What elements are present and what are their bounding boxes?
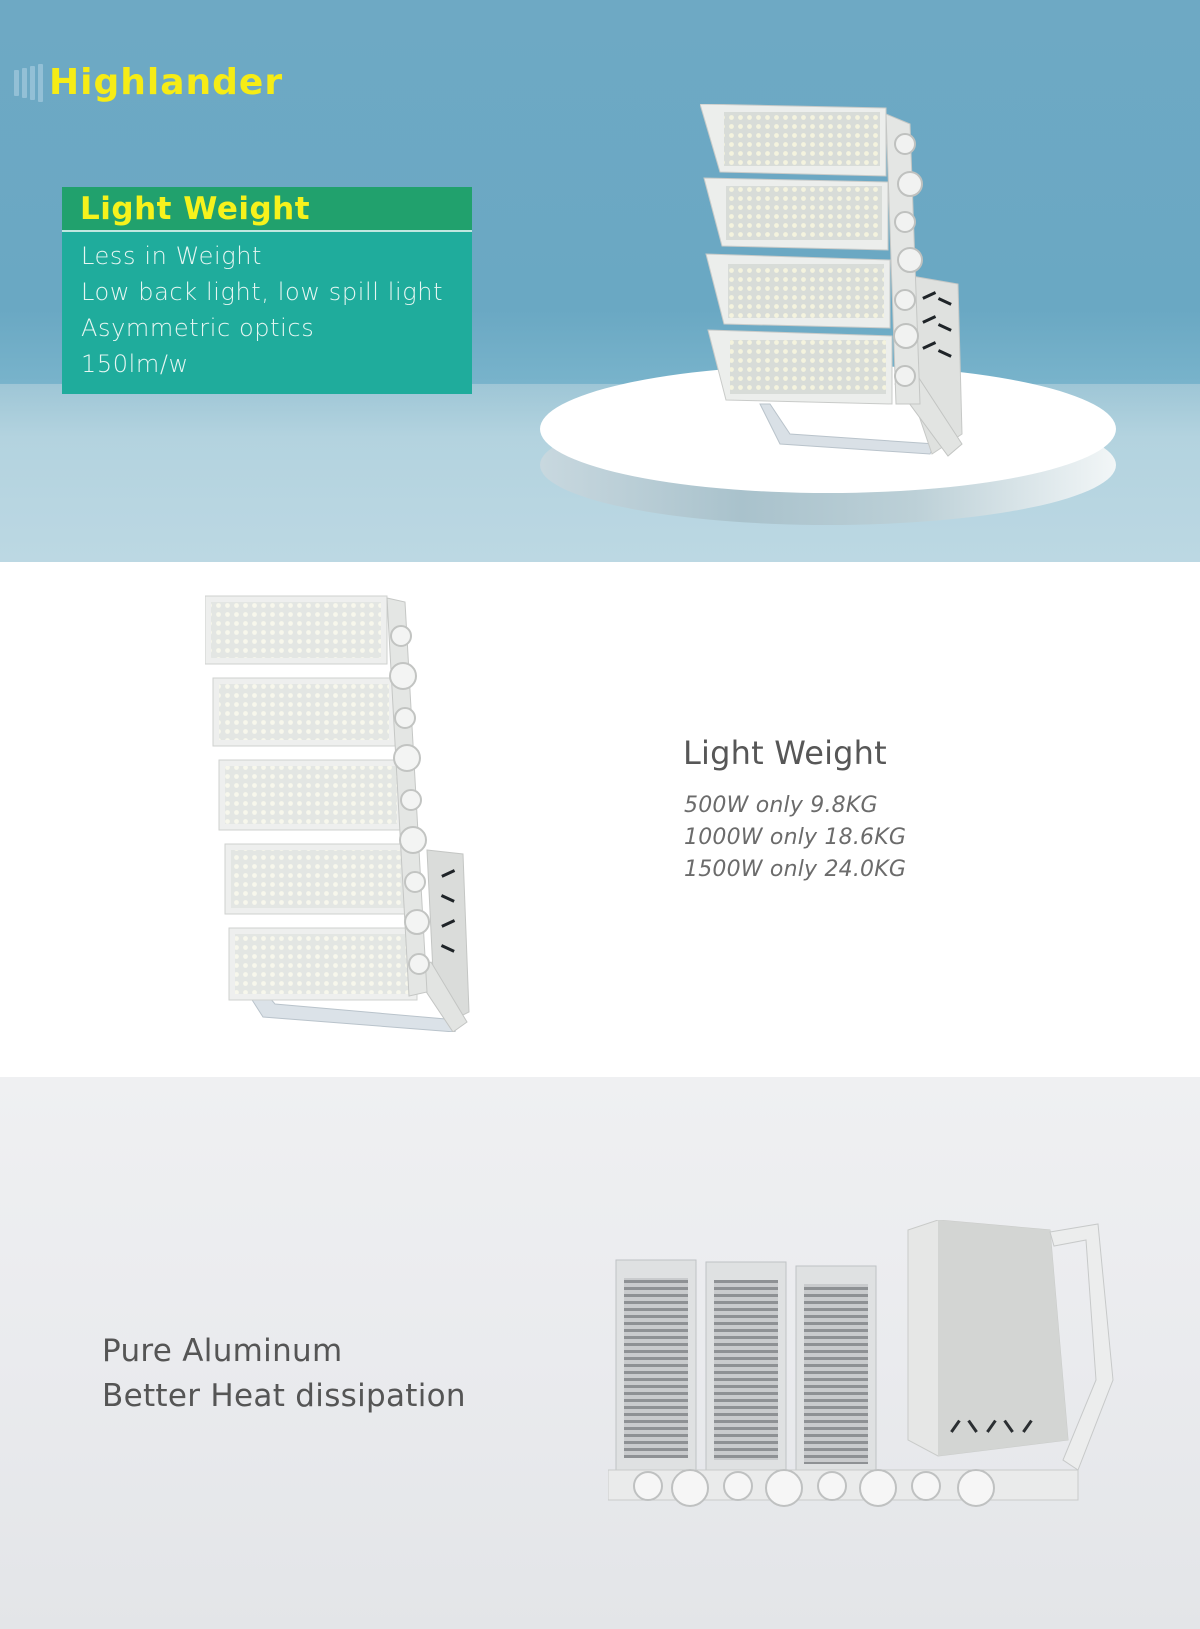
feature-list: Less in Weight Low back light, low spill… [62, 232, 472, 382]
feature-item: Less in Weight [81, 242, 263, 270]
weight-spec-list: 500W only 9.8KG 1000W only 18.6KG 1500W … [684, 790, 906, 886]
display-pedestal [540, 365, 1116, 525]
weight-spec-item: 1000W only 18.6KG [684, 825, 907, 850]
feature-card-title: Light Weight [80, 190, 311, 227]
weight-spec-item: 500W only 9.8KG [684, 793, 878, 818]
aluminum-section: Pure Aluminum Better Heat dissipation [0, 1077, 1200, 1629]
hero-banner: Highlander Light Weight Less in Weight L… [0, 0, 1200, 562]
brand-name: Highlander [49, 62, 284, 103]
aluminum-copy: Pure Aluminum Better Heat dissipation [102, 1329, 466, 1419]
feature-item: 150lm/w [81, 350, 189, 378]
feature-item: Asymmetric optics [81, 314, 315, 342]
aluminum-line: Better Heat dissipation [102, 1378, 466, 1414]
heatsink-image [608, 1220, 1148, 1520]
floodlight-front-image [205, 592, 495, 1032]
light-weight-section: Light Weight 500W only 9.8KG 1000W only … [0, 562, 1200, 1077]
bars-logo-icon [14, 64, 43, 102]
feature-card: Light Weight Less in Weight Low back lig… [62, 187, 472, 394]
weight-spec-item: 1500W only 24.0KG [684, 857, 907, 882]
feature-item: Low back light, low spill light [81, 278, 444, 306]
brand-logo[interactable]: Highlander [14, 62, 283, 104]
section-title: Light Weight [683, 734, 887, 772]
aluminum-line: Pure Aluminum [102, 1333, 343, 1369]
feature-card-header: Light Weight [62, 187, 472, 232]
floodlight-image [700, 104, 980, 460]
